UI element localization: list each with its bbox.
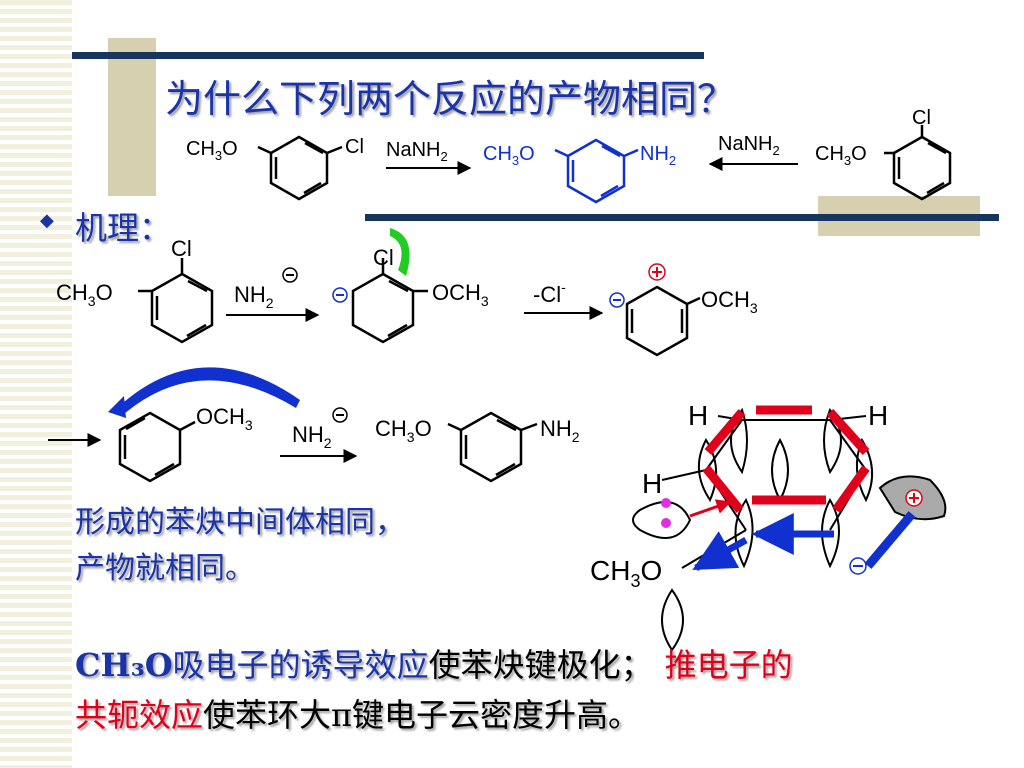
label-och3-m4: OCH3 [196,404,253,433]
label-h-2: H [868,400,888,431]
ring-benzyne [118,411,196,483]
explanation-conjugation: 共轭效应 [75,696,204,734]
explanation-polarize: 使苯炔键极化； [428,646,653,684]
label-cl-m2: Cl [373,245,394,270]
label-nh2-product: NH2 [640,143,676,168]
slide-title: 为什么下列两个反应的产物相同？ [165,77,736,121]
explanation-donating: 推电子的 [664,646,793,684]
label-ch3o-2: CH3O [815,143,867,168]
decorative-stripes [0,0,72,768]
label-minus-cl: -Cl- [533,279,566,307]
label-h-3: H [642,468,662,499]
reagent-nanh2-1: NaNH2 [386,139,448,164]
conclusion-line-2: 产物就相同。 [75,551,255,586]
label-cl-1: Cl [345,136,364,158]
ring-final-product [447,411,538,483]
ring-meta-chloroanisole [257,135,343,201]
label-cl-2: Cl [912,107,931,129]
label-ch3o-orbital: CH3O [590,555,662,591]
blue-curved-arrow [115,367,300,414]
mechanism-label: 机理： [75,209,172,247]
explanation-inductive: 吸电子的诱导效应 [172,646,429,684]
bullet-diamond-icon: ◆ [40,210,54,231]
label-ch3o-m1: CH3O [56,280,113,309]
label-ch3o-1: CH3O [186,138,238,163]
label-h-1: H [688,400,708,431]
explanation-text: CH₃O吸电子的诱导效应使苯炔键极化； 推电子的 共轭效应使苯环大π键电子云密度升… [75,640,793,740]
label-ch3o-final: CH3O [375,416,432,445]
label-cl-m1: Cl [171,236,192,261]
reagent-nanh2-2: NaNH2 [718,133,780,158]
explanation-line-1: CH₃O吸电子的诱导效应使苯炔键极化； 推电子的 [75,640,793,690]
explanation-density: 使苯环大π键电子云密度升高。 [203,696,641,734]
title-rule-top [72,52,704,59]
label-och3-m2: OCH3 [432,280,489,309]
reagent-nh2-anion-2: NH2 [292,422,332,451]
ring-product-blue [554,138,639,204]
ring-carbanion [351,258,428,344]
ring-mech-1 [138,258,214,344]
label-ch3o-product: CH3O [483,143,535,168]
conclusion-text: 形成的苯炔中间体相同， 产物就相同。 [75,500,405,592]
ring-ortho-chloroanisole [884,125,952,201]
green-curved-arrow [390,228,410,276]
label-nh2-final: NH2 [540,416,580,445]
ring-benzyne-precursor [625,285,701,357]
orbital-diagram: H H H CH3O [590,400,947,652]
conclusion-line-1: 形成的苯炔中间体相同， [75,505,405,540]
reagent-nh2-anion-1: NH2 [234,282,274,311]
tan-block-top [108,38,156,196]
title-rule-bottom [365,214,999,221]
explanation-line-2: 共轭效应使苯环大π键电子云密度升高。 [75,690,793,740]
explanation-ch3o: CH₃O [75,646,173,684]
label-och3-m3: OCH3 [701,287,758,316]
